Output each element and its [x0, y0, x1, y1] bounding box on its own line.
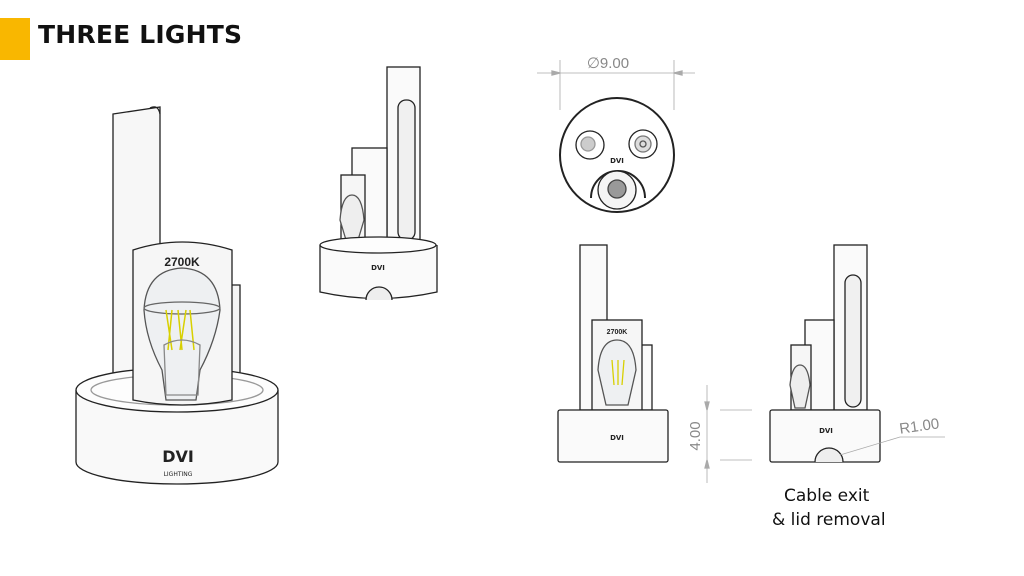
color-temp-label: 2700K [607, 329, 628, 336]
diameter-dimension: ∅9.00 [587, 55, 629, 72]
title-accent-bar [0, 18, 30, 60]
dvi-logo-subtext: LIGHTING [164, 471, 193, 478]
iso-lamp-view: DVI [319, 66, 438, 301]
side-view: DVI R1.00 [769, 244, 945, 463]
caption-line-1: Cable exit [784, 486, 870, 506]
slide-title: THREE LIGHTS [38, 20, 243, 49]
dvi-logo: DVI [162, 447, 194, 466]
top-view: ∅9.00 DVI [537, 55, 695, 213]
front-view: 2700K DVI 4.00 [557, 244, 752, 483]
height-dimension: 4.00 [687, 421, 704, 450]
radius-dimension: R1.00 [898, 415, 940, 437]
color-temp-label: 2700K [164, 255, 200, 269]
dvi-logo: DVI [610, 157, 624, 165]
caption-line-2: & lid removal [772, 510, 886, 530]
dvi-logo: DVI [371, 264, 385, 272]
dvi-logo: DVI [610, 434, 624, 442]
perspective-lamp-view: 2700K DVI LIGHTING [75, 106, 279, 485]
dvi-logo: DVI [819, 427, 833, 435]
